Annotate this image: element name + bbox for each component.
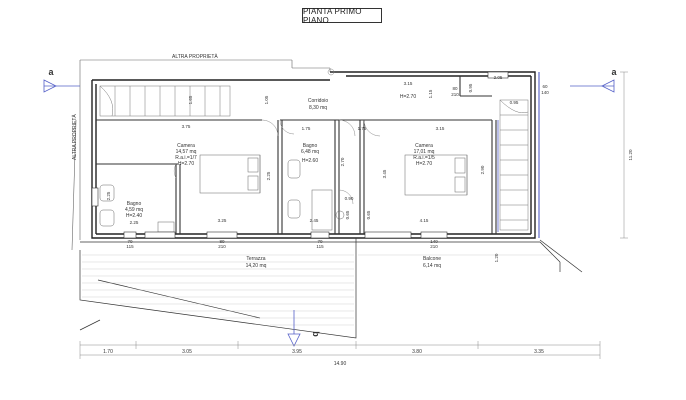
dim-165: 1.65 xyxy=(188,95,193,104)
camera-left-name: Camera xyxy=(177,143,195,149)
altra-proprieta-top: ALTRA PROPRIETÀ xyxy=(172,53,218,60)
terrace-outline xyxy=(79,238,583,339)
bottom-dim-2: 3.05 xyxy=(182,349,192,355)
boundary-lines xyxy=(71,59,331,251)
dim-205: 2.05 xyxy=(494,75,503,80)
dim-345: 3.45 xyxy=(382,169,387,178)
dim-095b: 0.95 xyxy=(510,100,519,105)
dim-375: 3.75 xyxy=(182,124,191,129)
dim-080: 80 xyxy=(452,86,458,91)
dim-245: 2.45 xyxy=(310,218,319,223)
right-dimension-line xyxy=(620,71,628,239)
camera-left-ra: R.a.i.=1/7 xyxy=(175,155,197,161)
section-marker-left xyxy=(43,79,80,93)
dim-315-top: 3.15 xyxy=(404,81,413,86)
dim-175a: 1.75 xyxy=(302,126,311,131)
balcone-name: Balcone xyxy=(423,256,441,262)
bath-fixtures xyxy=(99,159,345,233)
bottom-dimension-line xyxy=(79,341,601,359)
dim-070b: 70 xyxy=(317,239,323,244)
camera-right-ra: R.a.i.=1/5 xyxy=(413,155,435,161)
bottom-dims: 1.70 3.05 3.95 3.80 3.35 14.90 xyxy=(103,349,544,367)
section-marker-bottom xyxy=(287,310,301,347)
section-a-left: a xyxy=(48,67,54,77)
dim-241: 2.25 xyxy=(266,171,271,180)
dim-060: 60 xyxy=(542,84,548,89)
bottom-dim-3: 3.95 xyxy=(292,349,302,355)
camera-right-name: Camera xyxy=(415,143,433,149)
dim-210b: 210 xyxy=(218,244,226,249)
dim-140b: 140 xyxy=(430,239,438,244)
corridoio-area: 8,30 mq xyxy=(309,105,327,111)
dim-315: 3.15 xyxy=(436,126,445,131)
bed-right xyxy=(404,154,468,196)
dim-1120: 11.20 xyxy=(628,149,633,160)
stair-right xyxy=(499,99,529,231)
bagno-left-h: H=2.40 xyxy=(126,213,142,219)
balcone-area: 6,14 mq xyxy=(423,263,441,269)
dim-095: 0.95 xyxy=(468,83,473,92)
dim-115s: 115 xyxy=(126,244,134,249)
bottom-dim-4: 3.80 xyxy=(412,349,422,355)
dim-225v: 2.25 xyxy=(106,191,111,200)
section-b: b xyxy=(311,331,321,337)
dim-115b: 115 xyxy=(316,244,324,249)
camera-right-area: 17,01 mq xyxy=(414,149,435,155)
terrazza-name: Terrazza xyxy=(246,256,265,262)
dim-225: 2.25 xyxy=(130,220,139,225)
dim-325: 3.25 xyxy=(218,218,227,223)
dim-105: 1.05 xyxy=(264,95,269,104)
bagno-center-name: Bagno xyxy=(303,143,318,149)
camera-left-area: 14,57 mq xyxy=(176,149,197,155)
dim-065: 0.65 xyxy=(345,210,350,219)
bagno-left-area: 4,59 mq xyxy=(125,207,143,213)
interior-walls xyxy=(96,76,497,234)
dim-175b: 1.75 xyxy=(358,126,367,131)
door-swings xyxy=(173,68,381,205)
bottom-dim-total: 14.90 xyxy=(334,361,347,367)
corridoio-name: Corridoio xyxy=(308,98,329,104)
dim-290: 2.90 xyxy=(480,165,485,174)
camera-right-h: H=2.70 xyxy=(416,161,432,167)
dim-140: 140 xyxy=(541,90,549,95)
terrace-hatch xyxy=(82,254,552,326)
drawing-title: PIANTA PRIMO PIANO xyxy=(302,7,382,25)
terrazza-area: 14,20 mq xyxy=(246,263,267,269)
section-marker-right xyxy=(570,79,615,93)
section-a-right: a xyxy=(611,67,617,77)
dim-120: 1.20 xyxy=(494,253,499,262)
dim-065b: 0.65 xyxy=(366,210,371,219)
dim-080b: 80 xyxy=(219,239,225,244)
bagno-center-area: 6,48 mq xyxy=(301,149,319,155)
exterior-walls xyxy=(91,71,536,239)
dim-210a: 210 xyxy=(451,92,459,97)
corridoio-h: H=2.70 xyxy=(400,94,416,100)
bottom-dim-1: 1.70 xyxy=(103,349,113,355)
bottom-dim-5: 3.35 xyxy=(534,349,544,355)
dim-115: 1.15 xyxy=(428,89,433,98)
dim-415: 4.15 xyxy=(420,218,429,223)
bed-left xyxy=(199,154,261,194)
camera-left-h: H=2.70 xyxy=(178,161,194,167)
dim-210c: 210 xyxy=(430,244,438,249)
dimension-labels: 3.15 2.05 80 210 0.95 1.15 60 140 0.95 1… xyxy=(106,75,633,262)
bagno-center-h: H=2.60 xyxy=(302,158,318,164)
altra-proprieta-left: ALTRA PROPRIETÀ xyxy=(71,114,78,160)
bagno-left-name: Bagno xyxy=(127,201,142,207)
windows xyxy=(91,71,509,239)
dim-090: 0.90 xyxy=(345,196,354,201)
stair-left xyxy=(99,85,231,117)
dim-070: 70 xyxy=(127,239,133,244)
dim-270: 2.70 xyxy=(340,157,345,166)
